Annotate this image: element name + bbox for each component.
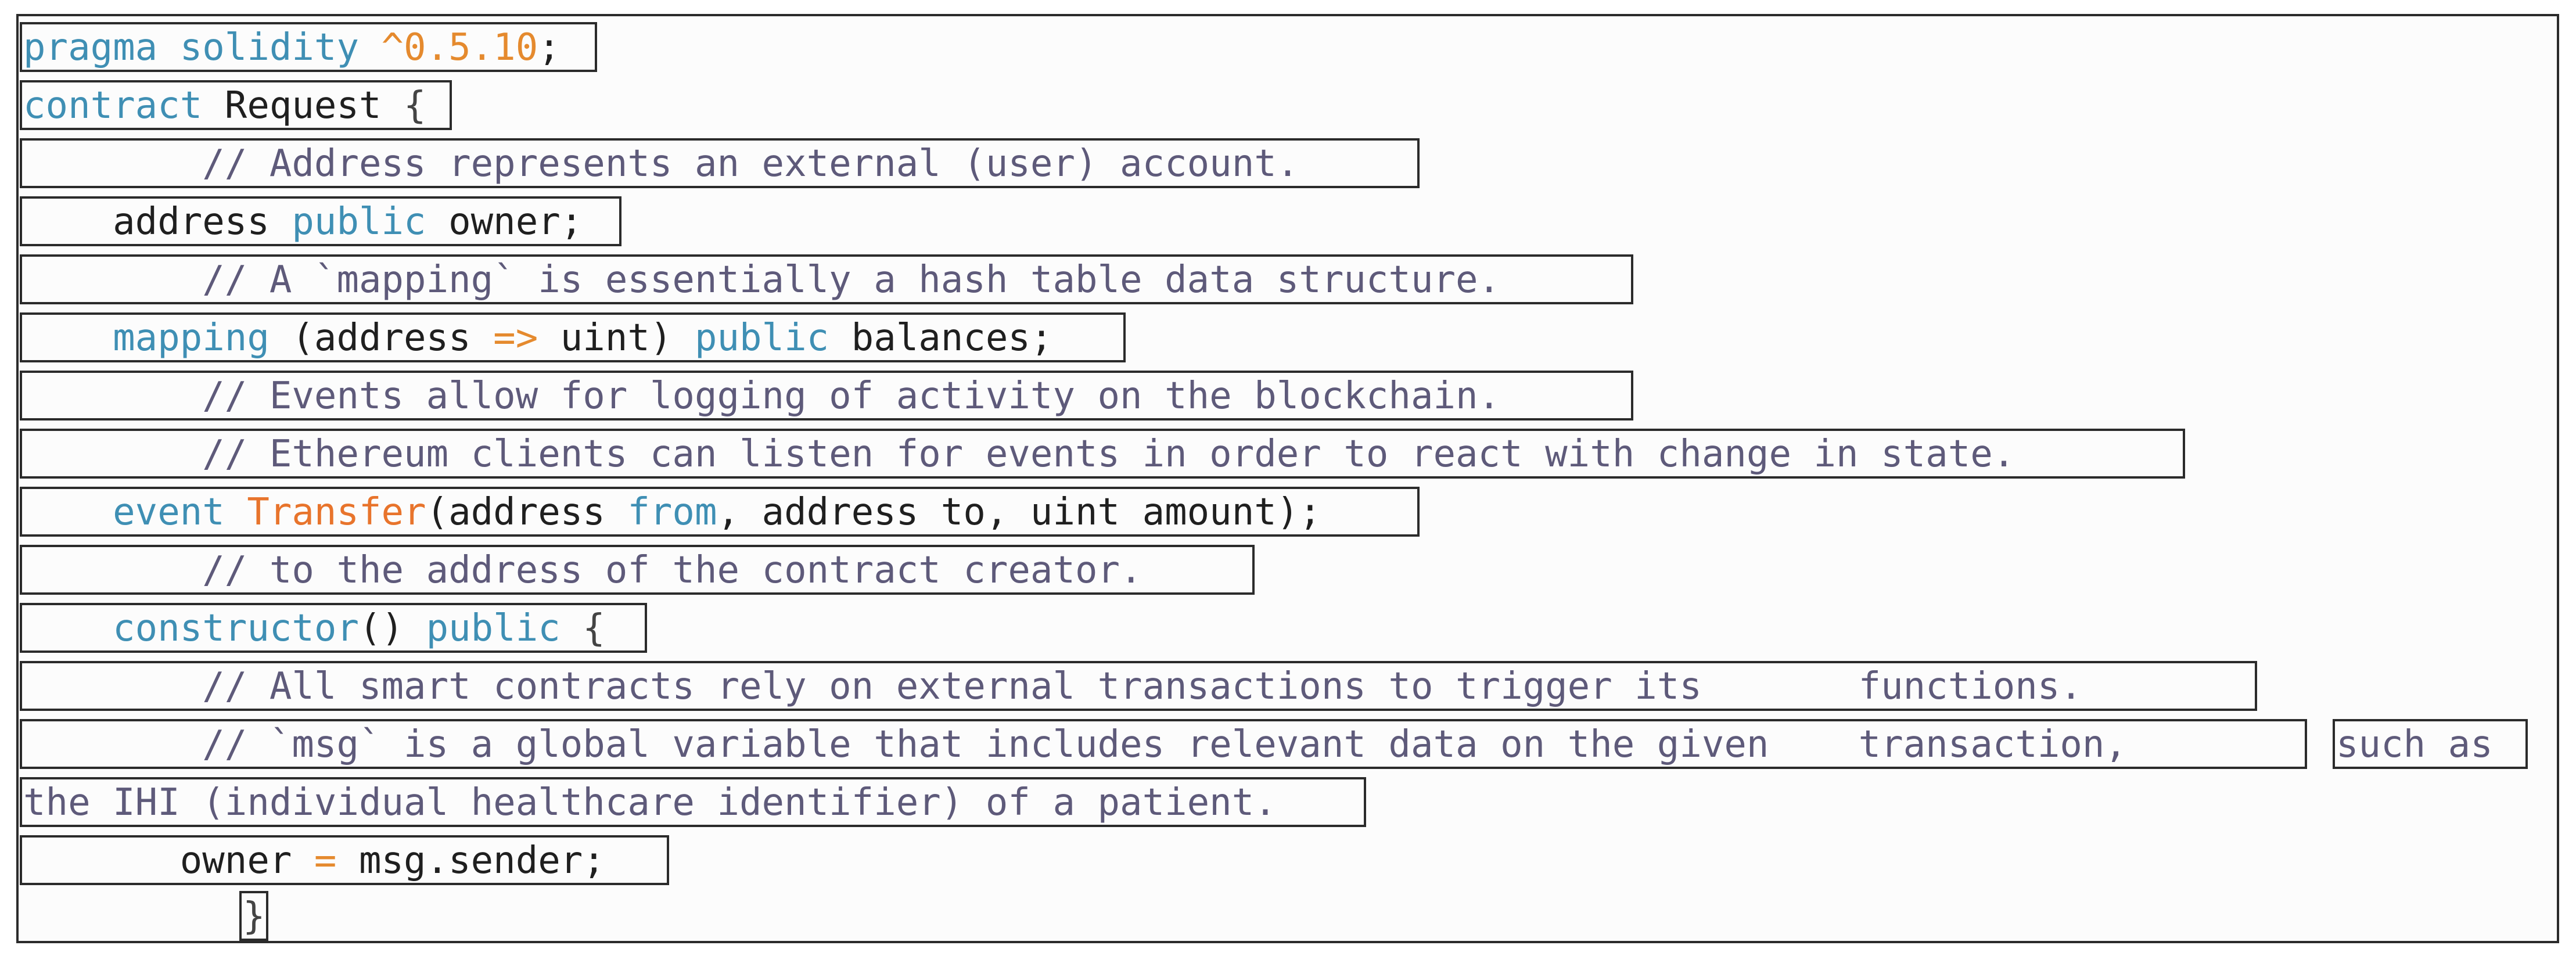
code-line: // to the address of the contract creato… [20, 545, 1255, 595]
code-line: mapping (address => uint) public balance… [20, 312, 1126, 362]
code-token: ; [538, 26, 561, 69]
code-token: (address [269, 317, 494, 360]
code-token: Request [202, 84, 404, 127]
code-line: // Events allow for logging of activity … [20, 371, 1633, 421]
code-line: // Address represents an external (user)… [20, 138, 1420, 188]
code-token: mapping [23, 317, 270, 360]
code-token: , address to, uint amount); [717, 491, 1321, 534]
code-token: () [358, 607, 426, 650]
code-token: pragma solidity [23, 26, 382, 69]
code-token: // to the address of the contract creato… [23, 549, 1143, 592]
code-token: from [627, 491, 717, 534]
code-token: public [694, 317, 829, 360]
code-token: address [23, 200, 292, 243]
code-line: address public owner; [20, 196, 621, 246]
code-panel [16, 14, 2559, 943]
code-token: owner; [426, 200, 583, 243]
code-line: } [239, 891, 268, 941]
code-token: balances; [829, 317, 1053, 360]
code-token: constructor [23, 607, 359, 650]
code-token: contract [23, 84, 203, 127]
code-token: = [314, 839, 337, 882]
code-line: constructor() public { [20, 603, 647, 653]
code-token: msg.sender; [336, 839, 605, 882]
code-line: // Ethereum clients can listen for event… [20, 429, 2185, 479]
code-token: { [404, 84, 426, 127]
code-token: owner [23, 839, 314, 882]
code-token: public [292, 200, 426, 243]
code-token: such as [2336, 723, 2493, 766]
code-line: such as [2333, 719, 2528, 769]
code-token: ^0.5.10 [381, 26, 538, 69]
code-line: contract Request { [20, 80, 452, 130]
code-token [561, 607, 583, 650]
code-token: // Events allow for logging of activity … [23, 375, 1501, 418]
code-token: // Address represents an external (user)… [23, 142, 1299, 185]
code-token: // `msg` is a global variable that inclu… [23, 723, 2127, 766]
code-token: the IHI (individual healthcare identifie… [23, 781, 1277, 824]
code-line: event Transfer(address from, address to,… [20, 487, 1420, 537]
code-token: Transfer [247, 491, 426, 534]
code-token: // A `mapping` is essentially a hash tab… [23, 258, 1501, 301]
code-token: uint) [538, 317, 695, 360]
code-line: owner = msg.sender; [20, 835, 669, 885]
code-token: event [23, 491, 247, 534]
code-token: { [583, 607, 605, 650]
code-line: // All smart contracts rely on external … [20, 661, 2257, 711]
code-line: // `msg` is a global variable that inclu… [20, 719, 2307, 769]
code-token: } [243, 895, 265, 938]
code-token: => [493, 317, 538, 360]
code-token: // All smart contracts rely on external … [23, 665, 2082, 708]
code-line: the IHI (individual healthcare identifie… [20, 777, 1366, 827]
code-line: // A `mapping` is essentially a hash tab… [20, 254, 1633, 304]
code-line: pragma solidity ^0.5.10; [20, 22, 597, 72]
code-token: // Ethereum clients can listen for event… [23, 433, 2015, 476]
code-token: (address [426, 491, 628, 534]
code-token: public [426, 607, 561, 650]
